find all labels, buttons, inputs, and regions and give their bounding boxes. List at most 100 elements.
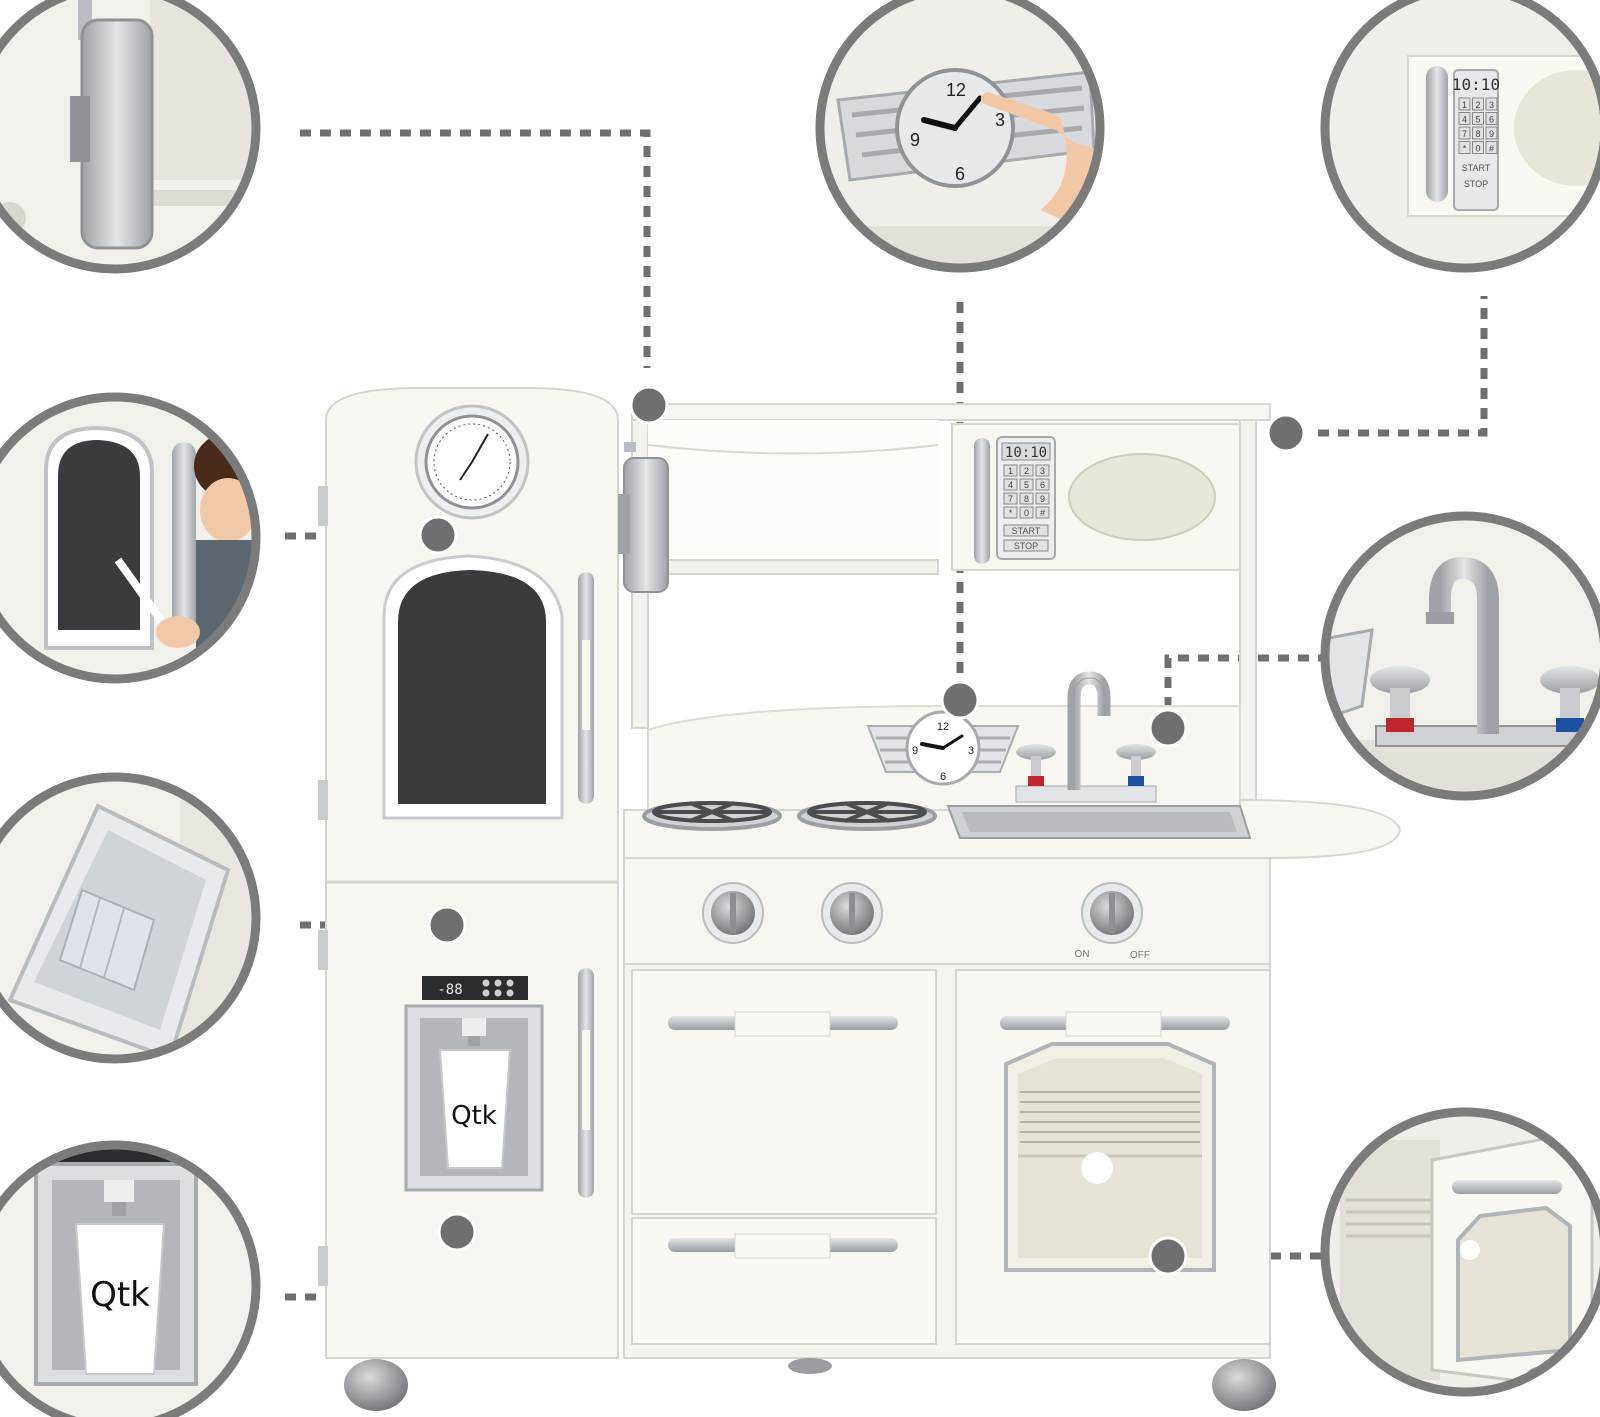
zoom-circle-telephone xyxy=(0,0,261,274)
clock-numeral-12: 12 xyxy=(937,721,949,733)
sink-basin xyxy=(946,805,1252,839)
microwave-key: 5 xyxy=(1024,480,1029,490)
zoom-microwave-key-box xyxy=(1458,112,1471,125)
zoom-microwave-key: 8 xyxy=(1475,129,1480,139)
microwave-key: 1 xyxy=(1008,466,1013,476)
zoom-microwave-key-box xyxy=(1485,97,1498,111)
zoom-circle-chalkboard xyxy=(0,392,261,684)
zoom-dispenser-cup-logo: Qtk xyxy=(90,1275,150,1315)
fridge-chalkboard xyxy=(382,554,564,820)
callout-dot-ice-tray[interactable] xyxy=(427,905,467,945)
microwave-key-box xyxy=(1035,492,1050,505)
foot xyxy=(1212,1359,1276,1411)
microwave-key-box xyxy=(1019,478,1034,491)
clock-numeral-3: 3 xyxy=(968,745,974,757)
callout-dot-oven-rack[interactable] xyxy=(1148,1236,1188,1276)
microwave-key: 4 xyxy=(1008,480,1013,490)
callout-dot-wall-clock[interactable] xyxy=(940,680,980,720)
zoom-microwave-key: 0 xyxy=(1475,144,1480,154)
knob-on-label: ON xyxy=(1075,949,1090,960)
zoom-circle-sink-faucet xyxy=(1320,511,1600,801)
foot xyxy=(344,1359,408,1411)
callout-dot-sink-faucet[interactable] xyxy=(1148,708,1188,748)
oven-door xyxy=(955,969,1271,1345)
zoom-microwave-start-label: START xyxy=(1462,163,1491,173)
microwave-key-box xyxy=(1003,492,1018,505)
zoom-clock-numeral-3: 3 xyxy=(995,110,1005,130)
zoom-microwave-key-box xyxy=(1472,126,1484,140)
zoom-microwave-key-box xyxy=(1472,112,1484,125)
cupboard-doors xyxy=(631,969,937,1345)
zoom-microwave-key: 1 xyxy=(1462,100,1467,110)
microwave-key: # xyxy=(1040,508,1045,518)
microwave-key-box xyxy=(1019,506,1034,519)
connector-microwave xyxy=(1318,296,1488,437)
knob-off-label: OFF xyxy=(1130,950,1150,961)
zoom-microwave-key-box xyxy=(1458,97,1471,111)
zoom-circle-water-dispenser: Qtk xyxy=(0,1140,261,1417)
microwave-key: 2 xyxy=(1024,466,1029,476)
microwave-key-box xyxy=(1003,506,1018,519)
dispenser-display: -88 xyxy=(437,982,462,998)
zoom-circle-oven-rack xyxy=(1320,1107,1600,1397)
microwave-key-box xyxy=(1019,464,1034,477)
zoom-microwave-key-box xyxy=(1472,141,1484,154)
zoom-microwave-key: # xyxy=(1489,144,1494,154)
zoom-microwave-display: 10:10 xyxy=(1452,75,1500,94)
zoom-clock-numeral-12: 12 xyxy=(946,80,966,100)
zoom-microwave-key: 6 xyxy=(1489,115,1494,125)
backsplash-clock: 12 3 6 9 xyxy=(866,710,1020,786)
microwave-key: 8 xyxy=(1024,494,1029,504)
microwave-keypad: 10:10 1 2 3 4 5 6 7 8 9 * 0 # START STOP xyxy=(996,436,1056,560)
zoom-circle-wall-clock: 12 3 6 9 xyxy=(815,0,1105,273)
microwave: 10:10 1 2 3 4 5 6 7 8 9 * 0 # START STOP xyxy=(951,423,1241,571)
callout-dot-microwave[interactable] xyxy=(1266,413,1306,453)
callout-dot-telephone[interactable] xyxy=(629,385,669,425)
zoom-microwave-key: 7 xyxy=(1462,129,1467,139)
zoom-microwave-key-box xyxy=(1458,126,1471,140)
zoom-clock-numeral-6: 6 xyxy=(955,164,965,184)
zoom-microwave-key: 3 xyxy=(1489,100,1494,110)
callout-dot-chalkboard[interactable] xyxy=(418,515,458,555)
microwave-key-box xyxy=(1003,478,1018,491)
microwave-key: 9 xyxy=(1040,494,1045,504)
zoom-circle-ice-tray xyxy=(0,772,261,1064)
microwave-window xyxy=(1068,453,1216,541)
microwave-key: * xyxy=(1009,508,1013,518)
zoom-microwave-key-box xyxy=(1458,141,1471,154)
zoom-microwave-key: 2 xyxy=(1475,100,1480,110)
zoom-microwave-key-box xyxy=(1485,141,1498,154)
thermometer-gauge xyxy=(414,404,530,520)
zoom-microwave-key: 9 xyxy=(1489,129,1494,139)
faucet xyxy=(1015,671,1157,803)
microwave-key: 0 xyxy=(1024,508,1029,518)
wall-telephone xyxy=(618,442,669,593)
zoom-microwave-key-box xyxy=(1485,126,1498,140)
zoom-microwave-key: * xyxy=(1463,144,1467,154)
microwave-stop-label: STOP xyxy=(1014,541,1038,551)
stove-burners xyxy=(642,801,937,831)
stove-knobs: ON OFF xyxy=(702,882,1150,961)
microwave-key: 3 xyxy=(1040,466,1045,476)
microwave-key: 7 xyxy=(1008,494,1013,504)
clock-numeral-9: 9 xyxy=(912,745,918,757)
connector-sink-faucet xyxy=(1164,654,1326,708)
zoom-microwave-key: 5 xyxy=(1475,115,1480,125)
zoom-clock-numeral-9: 9 xyxy=(910,130,920,150)
microwave-start-label: START xyxy=(1012,526,1041,536)
microwave-key: 6 xyxy=(1040,480,1045,490)
water-dispenser-front: -88 Qtk xyxy=(404,976,544,1192)
zoom-microwave-stop-label: STOP xyxy=(1464,179,1488,189)
callout-dot-water-dispenser[interactable] xyxy=(437,1212,477,1252)
microwave-key-box xyxy=(1035,478,1050,491)
microwave-key-box xyxy=(1035,506,1050,519)
connector-telephone xyxy=(300,129,651,368)
zoom-microwave-key: 4 xyxy=(1462,115,1467,125)
fridge: -88 Qtk xyxy=(318,387,619,1359)
microwave-display: 10:10 xyxy=(1005,445,1047,461)
clock-numeral-6: 6 xyxy=(940,771,946,783)
microwave-key-box xyxy=(1035,464,1050,477)
